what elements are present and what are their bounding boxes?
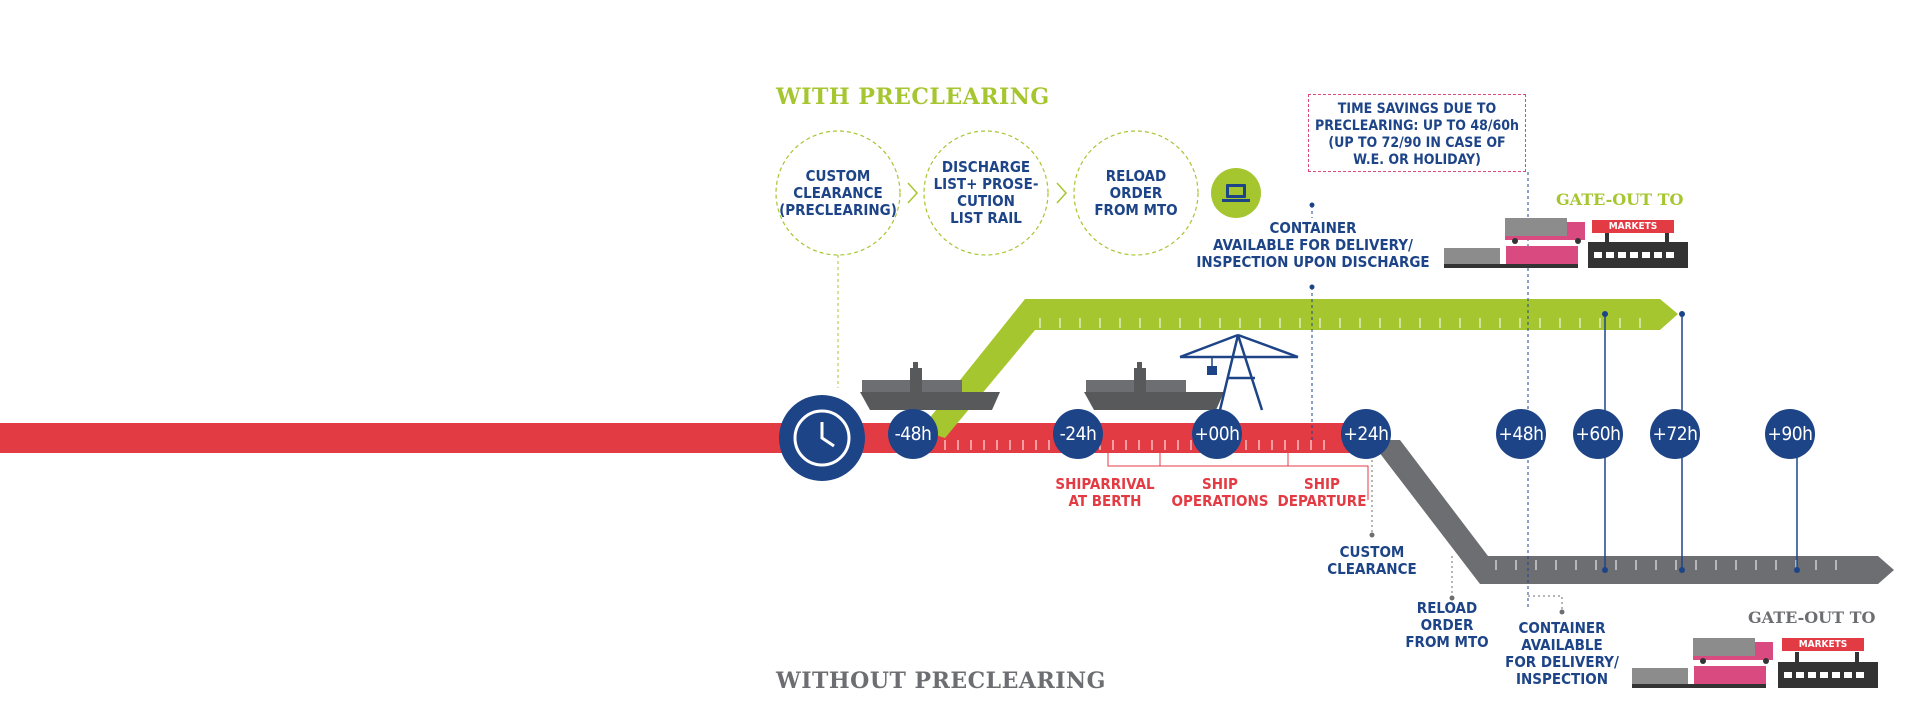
green-track (920, 299, 1678, 438)
laptop-icon (1211, 168, 1261, 218)
ship-event-brackets (1107, 453, 1369, 500)
marker-dot (1309, 202, 1315, 208)
markets-sign-bottom: MARKETS (1782, 638, 1864, 651)
hour-marker-plus-90: +90h (1765, 409, 1815, 459)
truck-icon (1505, 218, 1585, 244)
marker-dot (1559, 609, 1565, 615)
ship-icon (860, 362, 1000, 410)
title-with-preclearing: WITH PRECLEARING (776, 84, 1050, 110)
chevron-right-icon (907, 182, 919, 204)
clock-icon (779, 395, 865, 481)
hour-marker-plus-24: +24h (1341, 409, 1391, 459)
gate-out-top: GATE-OUT TO (1556, 190, 1684, 209)
green-track-ticks (1039, 318, 1641, 328)
crane-icon (1179, 333, 1299, 411)
step-circle-1 (775, 130, 901, 256)
step-custom-clearance: CUSTOM CLEARANCE (PRECLEARING) (779, 166, 897, 219)
container-available-bottom: CONTAINER AVAILABLE FOR DELIVERY/ INSPEC… (1505, 619, 1619, 688)
hour-marker-plus-48: +48h (1496, 409, 1546, 459)
time-savings-box: TIME SAVINGS DUE TO PRECLEARING: UP TO 4… (1308, 94, 1526, 172)
hour-marker-plus-72: +72h (1650, 409, 1700, 459)
ship-icon (1084, 362, 1224, 410)
dashed-marker-line (1528, 595, 1563, 612)
hour-marker-plus-60: +60h (1573, 409, 1623, 459)
marker-dot (1309, 284, 1315, 290)
reload-order-bottom: RELOAD ORDER FROM MTO (1405, 599, 1489, 651)
marker-dot (1449, 595, 1455, 601)
hour-marker-minus-48: -48h (888, 409, 938, 459)
ship-arrival-label: SHIPARRIVAL AT BERTH (1055, 475, 1155, 510)
ship-departure-label: SHIP DEPARTURE (1277, 475, 1367, 510)
title-without-preclearing: WITHOUT PRECLEARING (776, 668, 1106, 694)
ship-operations-label: SHIP OPERATIONS (1171, 475, 1269, 510)
warehouse-icon (1588, 232, 1688, 268)
step-reload-order: RELOAD ORDER FROM MTO (1094, 166, 1178, 219)
red-timeline (0, 423, 1375, 453)
chevron-right-icon (1056, 182, 1068, 204)
markets-sign-top: MARKETS (1592, 220, 1674, 233)
gate-out-bottom: GATE-OUT TO (1748, 608, 1876, 627)
grey-track (1370, 440, 1894, 584)
truck-icon (1693, 638, 1773, 664)
container-available-top: CONTAINER AVAILABLE FOR DELIVERY/ INSPEC… (1196, 219, 1430, 271)
warehouse-icon (1778, 652, 1878, 688)
train-icon (1444, 246, 1578, 268)
step-discharge-list: DISCHARGE LIST+ PROSE- CUTION LIST RAIL (933, 158, 1039, 227)
marker-dot (1369, 532, 1375, 538)
custom-clearance-bottom: CUSTOM CLEARANCE (1327, 543, 1417, 578)
train-icon (1632, 666, 1766, 688)
hour-marker-00: +00h (1192, 409, 1242, 459)
step-circle-3 (1073, 130, 1199, 256)
hour-marker-minus-24: -24h (1053, 409, 1103, 459)
step-circle-2 (923, 130, 1049, 256)
